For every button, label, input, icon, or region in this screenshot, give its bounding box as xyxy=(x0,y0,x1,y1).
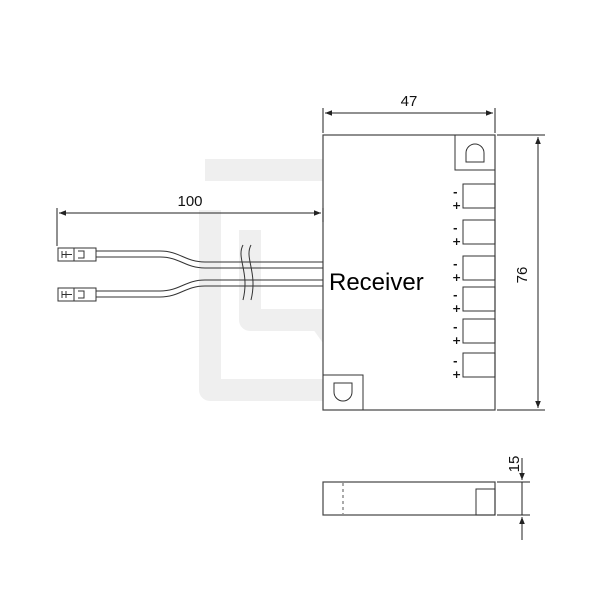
dimension-thickness: 15 xyxy=(497,456,530,540)
terminal-6: - + xyxy=(452,352,496,381)
terminal-4: - + xyxy=(452,286,496,315)
height-value: 76 xyxy=(514,267,531,284)
positive-sign: + xyxy=(452,334,461,347)
terminal-3: - + xyxy=(452,255,496,284)
negative-sign: - xyxy=(453,186,458,199)
positive-sign: + xyxy=(452,368,461,381)
receiver-label: Receiver xyxy=(329,269,424,296)
dimension-cable-length: 100 xyxy=(56,193,324,246)
terminal-block: - + - + - + - + - + - + xyxy=(452,183,496,381)
connector-upper xyxy=(57,247,97,262)
positive-sign: + xyxy=(452,235,461,248)
cable-length-value: 100 xyxy=(177,193,202,210)
terminal-1: - + xyxy=(452,183,496,212)
negative-sign: - xyxy=(453,355,458,368)
side-view xyxy=(322,481,496,516)
connector-lower xyxy=(57,287,97,302)
positive-sign: + xyxy=(452,199,461,212)
positive-sign: + xyxy=(452,271,461,284)
positive-sign: + xyxy=(452,302,461,315)
dimension-width: 47 xyxy=(322,93,496,133)
negative-sign: - xyxy=(453,289,458,302)
width-value: 47 xyxy=(401,93,418,110)
cable-bundle xyxy=(96,244,323,301)
thickness-value: 15 xyxy=(506,456,523,473)
terminal-2: - + xyxy=(452,219,496,248)
negative-sign: - xyxy=(453,222,458,235)
receiver-body xyxy=(322,134,496,411)
negative-sign: - xyxy=(453,321,458,334)
negative-sign: - xyxy=(453,258,458,271)
terminal-5: - + xyxy=(452,318,496,347)
dimension-height: 76 xyxy=(497,134,545,411)
